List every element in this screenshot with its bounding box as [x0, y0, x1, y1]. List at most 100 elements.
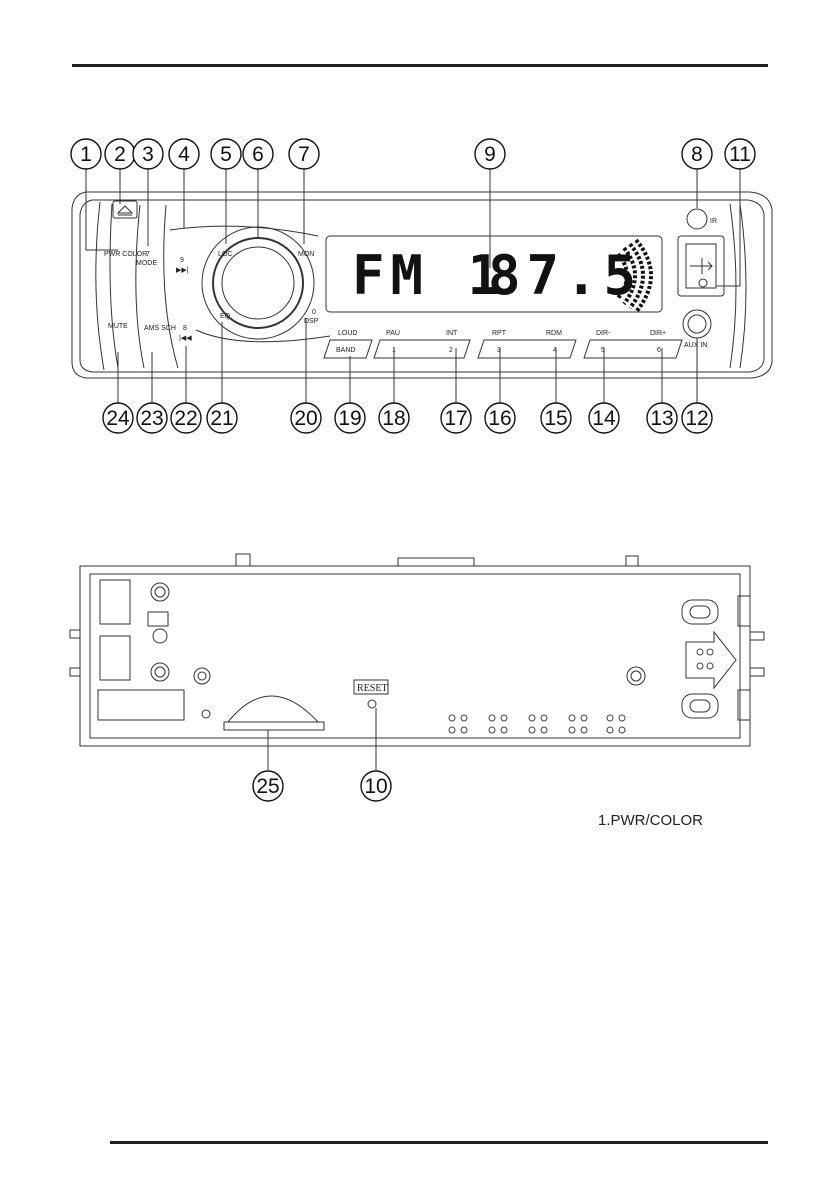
- callout-circle: [474, 138, 506, 170]
- card-slot[interactable]: [223, 721, 325, 731]
- volume-knob-center: [221, 246, 295, 320]
- loc-label: LOC: [218, 251, 232, 258]
- callout-circle: [242, 138, 274, 170]
- card-slot-cover: [226, 695, 320, 723]
- band-button[interactable]: [323, 339, 373, 359]
- preset-2-label[interactable]: 2: [449, 347, 453, 354]
- vent-hole: [540, 714, 548, 722]
- callout-circle: [724, 138, 756, 170]
- top-tab: [235, 553, 251, 567]
- callout-number: 20: [294, 407, 317, 430]
- preset-5-label[interactable]: 5: [601, 347, 605, 354]
- front-panel: [71, 168, 773, 404]
- prev-number-label: 8: [183, 325, 187, 332]
- vent-hole: [460, 726, 468, 734]
- usb-port[interactable]: [677, 235, 725, 297]
- arrow-hole: [696, 648, 704, 656]
- vent-hole: [500, 726, 508, 734]
- callout-number: 13: [650, 407, 673, 430]
- mount-slot-lower-inner: [689, 699, 711, 713]
- ir-sensor: [686, 208, 708, 230]
- rca-jack-upper-inner: [154, 586, 166, 598]
- vent-hole: [448, 726, 456, 734]
- panel-outer-frame: [71, 191, 773, 379]
- vent-hole: [618, 726, 626, 734]
- aux-in-label: AUX IN: [684, 342, 707, 349]
- next-number-label: 9: [180, 257, 184, 264]
- vent-hole: [568, 714, 576, 722]
- callout-circle: [440, 402, 472, 434]
- lcd-band-text: FM 1: [352, 244, 506, 307]
- callout-number: 19: [338, 407, 361, 430]
- usb-icon-dot: [698, 278, 708, 288]
- callout-circle: [588, 402, 620, 434]
- rca-jack-lower-inner: [154, 666, 166, 678]
- mute-label: MUTE: [108, 323, 128, 330]
- vent-hole: [568, 726, 576, 734]
- callout-circle: [681, 402, 713, 434]
- rpt-label: RPT: [492, 330, 507, 337]
- preset-4-label[interactable]: 4: [553, 347, 557, 354]
- vent-hole: [540, 726, 548, 734]
- arrow-hole: [696, 662, 704, 670]
- callout-number: 14: [592, 407, 616, 430]
- aux-in-jack[interactable]: [682, 309, 712, 339]
- vent-hole: [580, 714, 588, 722]
- dsp-number-label: 0: [312, 309, 316, 316]
- callout-circle: [132, 138, 164, 170]
- callout-number: 18: [382, 407, 405, 430]
- callout-circle: [681, 138, 713, 170]
- rear-panel: [69, 553, 765, 770]
- rca-jack-mid: [152, 628, 168, 644]
- callout-number: 24: [106, 407, 130, 430]
- side-stub-left-2: [69, 667, 81, 677]
- mount-slot-upper: [681, 599, 719, 625]
- vent-hole: [606, 714, 614, 722]
- panel-right-curve-2: [739, 203, 747, 369]
- vent-hole: [488, 726, 496, 734]
- callout-circle: [484, 402, 516, 434]
- preset-6-label[interactable]: 6: [657, 347, 661, 354]
- volume-knob-outer[interactable]: [201, 226, 315, 340]
- callout-circle: [646, 402, 678, 434]
- connector-block-upper: [99, 579, 131, 625]
- callout-number: 15: [544, 407, 567, 430]
- vent-hole: [528, 714, 536, 722]
- prev-track-icon: |◀◀: [179, 335, 192, 342]
- reset-button[interactable]: [367, 699, 377, 709]
- band-label[interactable]: BAND: [336, 347, 355, 354]
- callout-circle: [70, 138, 102, 170]
- callout-circle: [252, 770, 284, 802]
- aux-in-jack-inner: [687, 314, 707, 334]
- side-stub-right-2: [749, 667, 765, 677]
- vent-hole: [488, 714, 496, 722]
- preset-5-6-button[interactable]: [583, 339, 683, 359]
- top-tab-wide: [397, 557, 475, 567]
- small-hole: [201, 709, 211, 719]
- eq-label: EQ: [220, 313, 231, 320]
- eject-button[interactable]: [112, 200, 138, 219]
- dir-plus-label: DIR+: [650, 330, 666, 337]
- mode-label: MODE: [136, 260, 157, 267]
- dsp-label: DSP: [304, 318, 319, 325]
- footer-rule: [110, 1141, 768, 1144]
- clip-lower: [737, 689, 751, 721]
- callout-number: 9: [484, 143, 496, 166]
- preset-1-2-button[interactable]: [373, 339, 471, 359]
- mount-slot-upper-inner: [689, 605, 711, 619]
- preset-1-label[interactable]: 1: [392, 347, 396, 354]
- direction-arrow-icon: [685, 630, 737, 690]
- top-tab-right: [625, 555, 639, 567]
- reset-label-box: [353, 679, 389, 695]
- rear-chassis-inner: [89, 573, 741, 739]
- vent-groups: [448, 714, 626, 734]
- preset-3-4-button[interactable]: [477, 339, 577, 359]
- vent-hole: [448, 714, 456, 722]
- preset-3-label[interactable]: 3: [497, 347, 501, 354]
- vent-hole: [528, 726, 536, 734]
- screw-hole-left: [193, 667, 211, 685]
- switch: [147, 611, 169, 627]
